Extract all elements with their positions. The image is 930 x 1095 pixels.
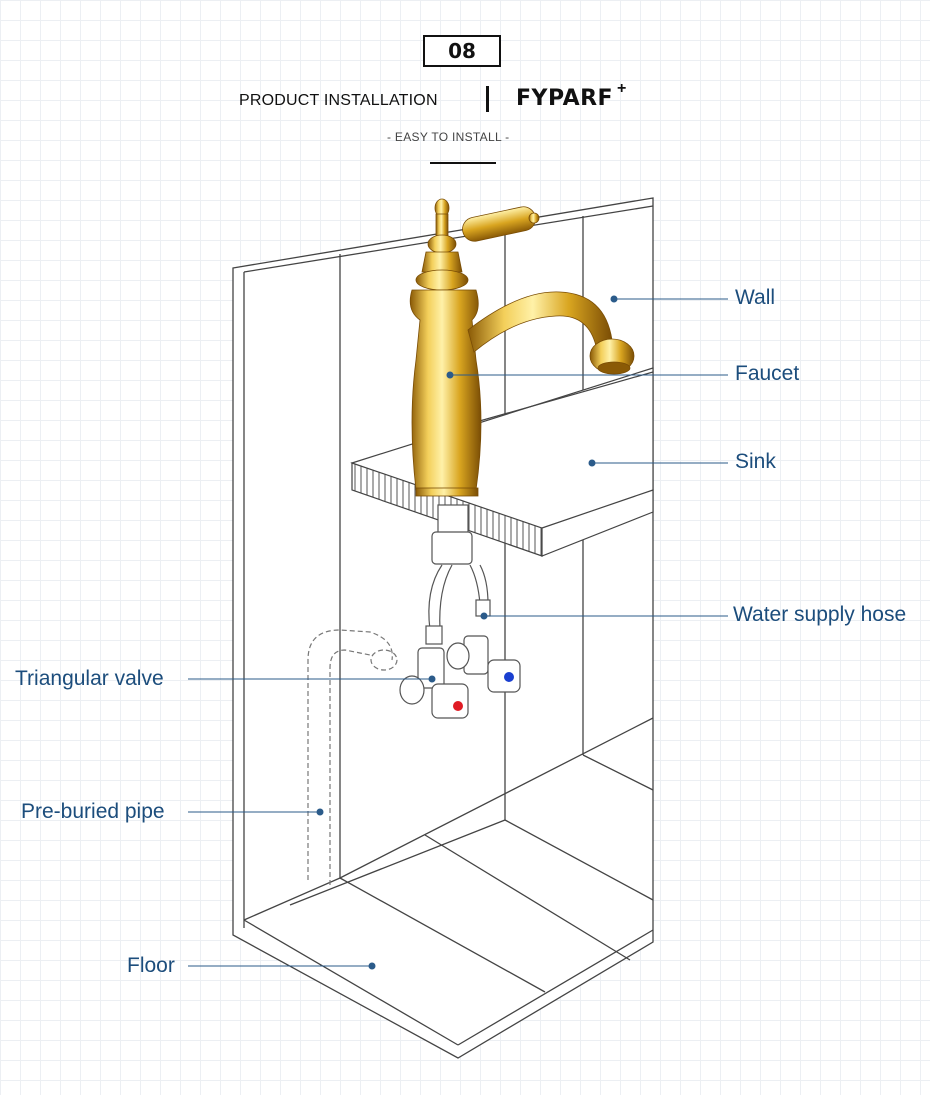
header-underline (430, 162, 496, 164)
label-triangular-valve: Triangular valve (15, 667, 164, 690)
section-subtitle: - EASY TO INSTALL - (387, 130, 510, 144)
faucet-body (409, 198, 635, 497)
supply-hoses (425, 504, 491, 645)
section-title: PRODUCT INSTALLATION (239, 92, 438, 109)
label-pre-buried-pipe: Pre-buried pipe (21, 800, 165, 823)
brand-mark: + (617, 80, 627, 97)
triangular-valves (399, 635, 521, 719)
title-divider (486, 86, 489, 112)
leader-lines (188, 295, 728, 970)
label-wall: Wall (735, 286, 776, 309)
label-water-supply-hose: Water supply hose (733, 603, 907, 626)
label-floor: Floor (127, 954, 175, 977)
section-number-badge: 08 (423, 35, 501, 67)
label-faucet: Faucet (735, 362, 800, 385)
brand-name: FYPARF (516, 86, 614, 111)
pre-buried-pipe-shape (307, 629, 398, 885)
label-sink: Sink (735, 450, 776, 473)
